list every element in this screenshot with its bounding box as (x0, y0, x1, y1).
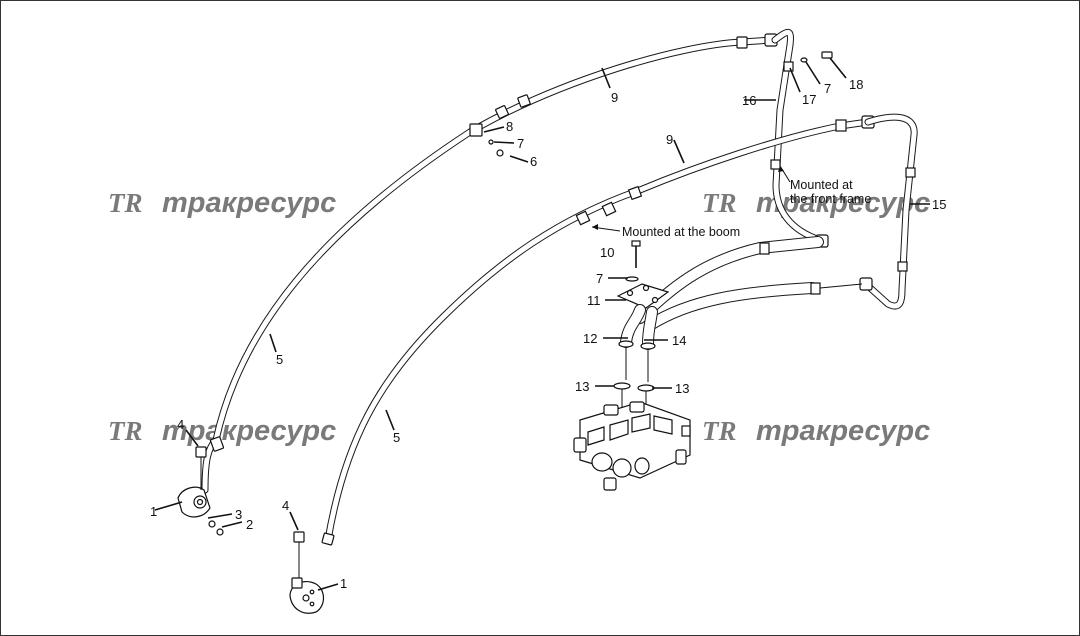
label-part-4-left: 4 (177, 417, 184, 432)
label-part-18: 18 (849, 77, 863, 92)
label-part-4-right: 4 (282, 498, 289, 513)
label-part-1-left: 1 (150, 504, 157, 519)
watermark-top-right: TR тракресурс (702, 187, 930, 219)
label-part-8: 8 (506, 119, 513, 134)
watermark-bottom-right: TR тракресурс (702, 415, 930, 447)
label-part-9-right: 9 (666, 132, 673, 147)
svg-text:тракресурс: тракресурс (162, 415, 336, 447)
svg-text:TR: TR (702, 188, 737, 218)
label-part-2: 2 (246, 517, 253, 532)
right-hydraulic-line (324, 113, 918, 544)
label-part-9-left: 9 (611, 90, 618, 105)
watermark-top-left: TR тракресурс (108, 187, 336, 219)
label-part-6: 6 (530, 154, 537, 169)
label-part-16: 16 (742, 93, 756, 108)
label-part-5-right: 5 (393, 430, 400, 445)
label-part-14: 14 (672, 333, 686, 348)
left-cylinder-port (177, 446, 224, 536)
clamp-parts-right (800, 51, 833, 63)
control-valve (573, 401, 691, 491)
right-cylinder-port (289, 531, 335, 614)
watermark-bottom-left: TR тракресурс (108, 415, 336, 447)
label-part-5-left: 5 (276, 352, 283, 367)
label-part-3: 3 (235, 507, 242, 522)
clamp-parts-left (488, 139, 504, 157)
note-mounted-frame-line1: Mounted at (790, 178, 853, 192)
label-part-7-c: 7 (596, 271, 603, 286)
svg-text:TR: TR (108, 416, 143, 446)
label-part-12: 12 (583, 331, 597, 346)
svg-text:TR: TR (702, 416, 737, 446)
svg-text:тракресурс: тракресурс (162, 187, 336, 219)
label-part-15: 15 (932, 197, 946, 212)
label-part-13-left: 13 (575, 379, 589, 394)
svg-text:тракресурс: тракресурс (756, 415, 930, 447)
label-part-11: 11 (587, 293, 601, 308)
note-mounted-boom: Mounted at the boom (622, 225, 740, 239)
note-mounted-frame-line2: the front frame (790, 192, 871, 206)
label-part-7-b: 7 (824, 81, 831, 96)
label-part-10: 10 (600, 245, 614, 260)
mounting-notes: Mounted at the boom Mounted at the front… (622, 178, 871, 239)
label-part-17: 17 (802, 92, 816, 107)
part-labels: 1 1 2 3 4 4 5 5 6 7 8 9 9 16 17 7 18 15 … (150, 77, 946, 591)
label-part-1-right: 1 (340, 576, 347, 591)
leader-lines (154, 57, 930, 591)
label-part-13-right: 13 (675, 381, 689, 396)
svg-text:TR: TR (108, 188, 143, 218)
label-part-7-a: 7 (517, 136, 524, 151)
